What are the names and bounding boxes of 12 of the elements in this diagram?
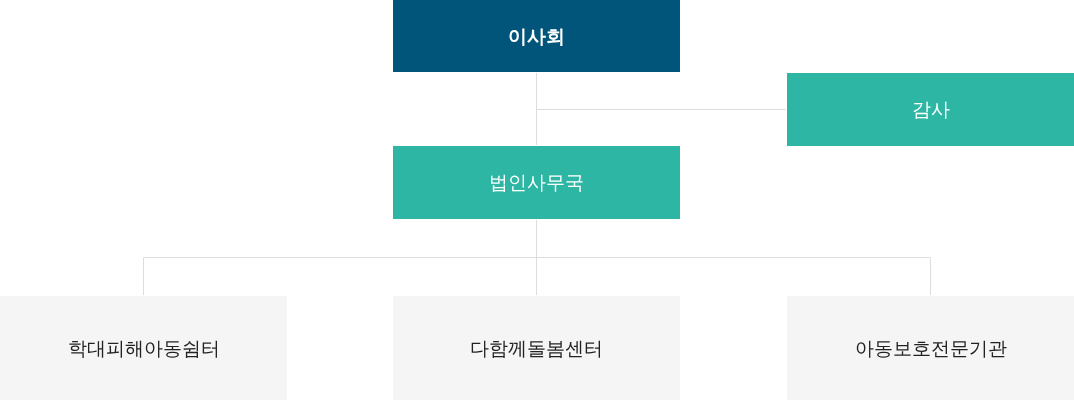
audit-box: [787, 73, 1074, 146]
box-label: 이사회: [508, 23, 565, 49]
unit-box: [0, 296, 287, 400]
box-label: 아동보호전문기관: [854, 335, 1007, 361]
box-label: 법인사무국: [489, 170, 584, 195]
unit-box: [787, 296, 1074, 400]
office-box: [393, 146, 680, 219]
unit-box: [393, 296, 680, 400]
box-label: 다함께돌봄센터: [470, 335, 603, 361]
box-label: 감사: [911, 97, 950, 122]
board-box: [393, 0, 680, 72]
box-label: 학대피해아동쉼터: [67, 335, 220, 361]
